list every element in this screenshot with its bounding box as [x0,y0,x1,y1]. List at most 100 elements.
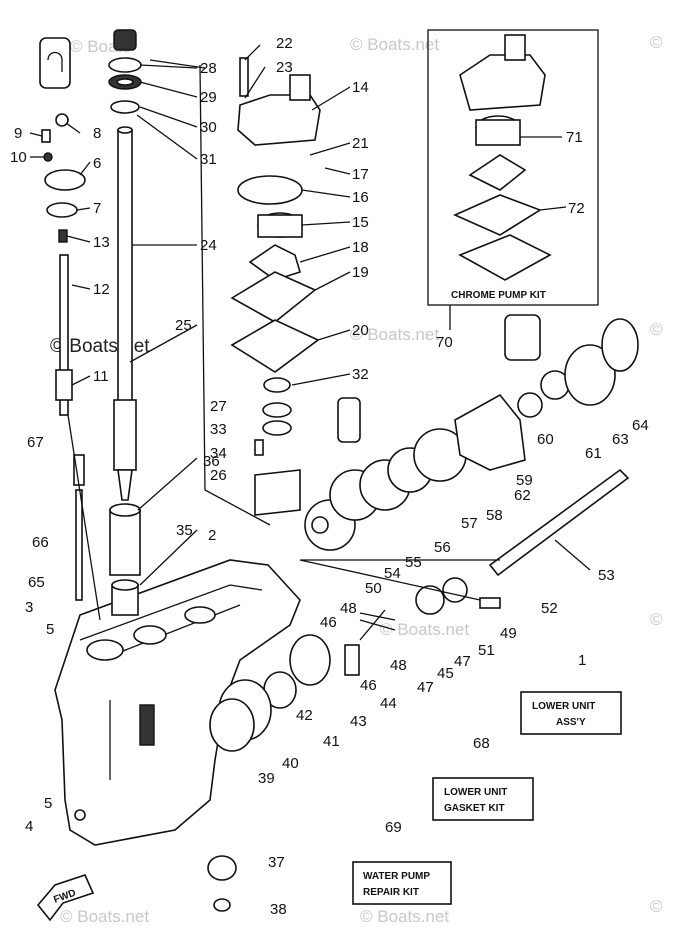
callout-3: 3 [25,599,33,616]
callout-19: 19 [352,264,369,281]
callout-17: 17 [352,166,369,183]
callout-57: 57 [461,515,478,532]
watermark-copyright-3: © [650,610,663,629]
callout-54: 54 [384,565,401,582]
bracket-line-1 [199,64,271,526]
callout-55: 55 [405,554,422,571]
callout-27: 27 [210,398,227,415]
watermark-top-center: © Boats.net [350,35,439,54]
callout-25: 25 [175,317,192,334]
callout-65: 65 [28,574,45,591]
water-pump-repair-kit-box: WATER PUMP REPAIR KIT [352,861,452,905]
callout-61: 61 [585,445,602,462]
callout-32: 32 [352,366,369,383]
watermark-copyright-1: © [650,33,663,52]
callout-22: 22 [276,35,293,52]
callout-63: 63 [612,431,629,448]
callout-53: 53 [598,567,615,584]
callout-5b: 5 [44,795,52,812]
watermark-bottom-left: © Boats.net [60,907,149,926]
chrome-pump-kit-box [427,29,599,306]
callout-62: 62 [514,487,531,504]
lower-casing [54,559,301,846]
callout-4: 4 [25,818,33,835]
chrome-pump-parts [453,34,552,281]
callout-40: 40 [282,755,299,772]
water-pump-line1: WATER PUMP [363,871,430,882]
watermark-bottom-center: © Boats.net [360,907,449,926]
lower-unit-assy-box: LOWER UNIT ASS'Y [520,691,622,735]
callout-13: 13 [93,234,110,251]
bracket-line-4 [299,559,481,601]
top-seals-stack [108,29,142,114]
callout-18: 18 [352,239,369,256]
watermark-mid-center: © Boats.net [350,325,439,344]
leader-lines [29,44,591,641]
callout-10: 10 [10,149,27,166]
callout-11: 11 [93,368,109,385]
callout-9: 9 [14,125,22,142]
callout-43: 43 [350,713,367,730]
callout-46b: 46 [360,677,377,694]
callout-36: 36 [203,453,220,470]
callout-56: 56 [434,539,451,556]
callout-30: 30 [200,119,217,136]
callout-51: 51 [478,642,495,659]
callout-67: 67 [27,434,44,451]
bracket-line-3 [67,414,101,621]
watermark-copyright-4: © [650,897,663,916]
callout-58: 58 [486,507,503,524]
lower-unit-assy-line1: LOWER UNIT [532,701,595,712]
callout-71: 71 [566,129,583,146]
callout-42: 42 [296,707,313,724]
watermark-lower-center: © Boats.net [380,620,469,639]
gasket-kit-line1: LOWER UNIT [444,787,507,798]
callout-15: 15 [352,214,369,231]
water-pump-stack [230,57,361,516]
callout-39: 39 [258,770,275,787]
callout-49: 49 [500,625,517,642]
callout-7: 7 [93,200,101,217]
callout-6: 6 [93,155,101,172]
callout-48b: 48 [390,657,407,674]
bracket-line-2 [149,59,206,69]
callout-69: 69 [385,819,402,836]
callout-12: 12 [93,281,110,298]
drive-shaft [113,126,137,501]
chrome-pump-kit-label: CHROME PUMP KIT [451,290,546,301]
callout-45: 45 [437,665,454,682]
callout-31: 31 [200,151,217,168]
callout-48a: 48 [340,600,357,617]
callout-68: 68 [473,735,490,752]
callout-38: 38 [270,901,287,918]
callout-16: 16 [352,189,369,206]
callout-8: 8 [93,125,101,142]
gasket-kit-box: LOWER UNIT GASKET KIT [432,777,534,821]
watermark-copyright-2: © [650,320,663,339]
callout-numbers: 1 2 3 4 5 5 6 7 8 9 10 11 12 13 14 15 16… [10,35,649,918]
propeller-shaft-parts [300,314,639,615]
callout-14: 14 [352,79,369,96]
callout-50: 50 [365,580,382,597]
callout-21: 21 [352,135,369,152]
callout-70: 70 [436,334,453,351]
gasket-kit-line2: GASKET KIT [444,803,505,814]
callout-37: 37 [268,854,285,871]
water-pump-line2: REPAIR KIT [363,887,419,898]
callout-33: 33 [210,421,227,438]
callout-47b: 47 [417,679,434,696]
callout-52: 52 [541,600,558,617]
callout-20: 20 [352,322,369,339]
callout-23: 23 [276,59,293,76]
callout-28: 28 [200,60,217,77]
callout-1: 1 [578,652,586,669]
callout-29: 29 [200,89,217,106]
callout-2: 2 [208,527,216,544]
callout-34: 34 [210,445,227,462]
lower-unit-assy-line2: ASS'Y [556,717,586,728]
callout-24: 24 [200,237,217,254]
callout-46a: 46 [320,614,337,631]
callout-60: 60 [537,431,554,448]
callout-26: 26 [210,467,227,484]
